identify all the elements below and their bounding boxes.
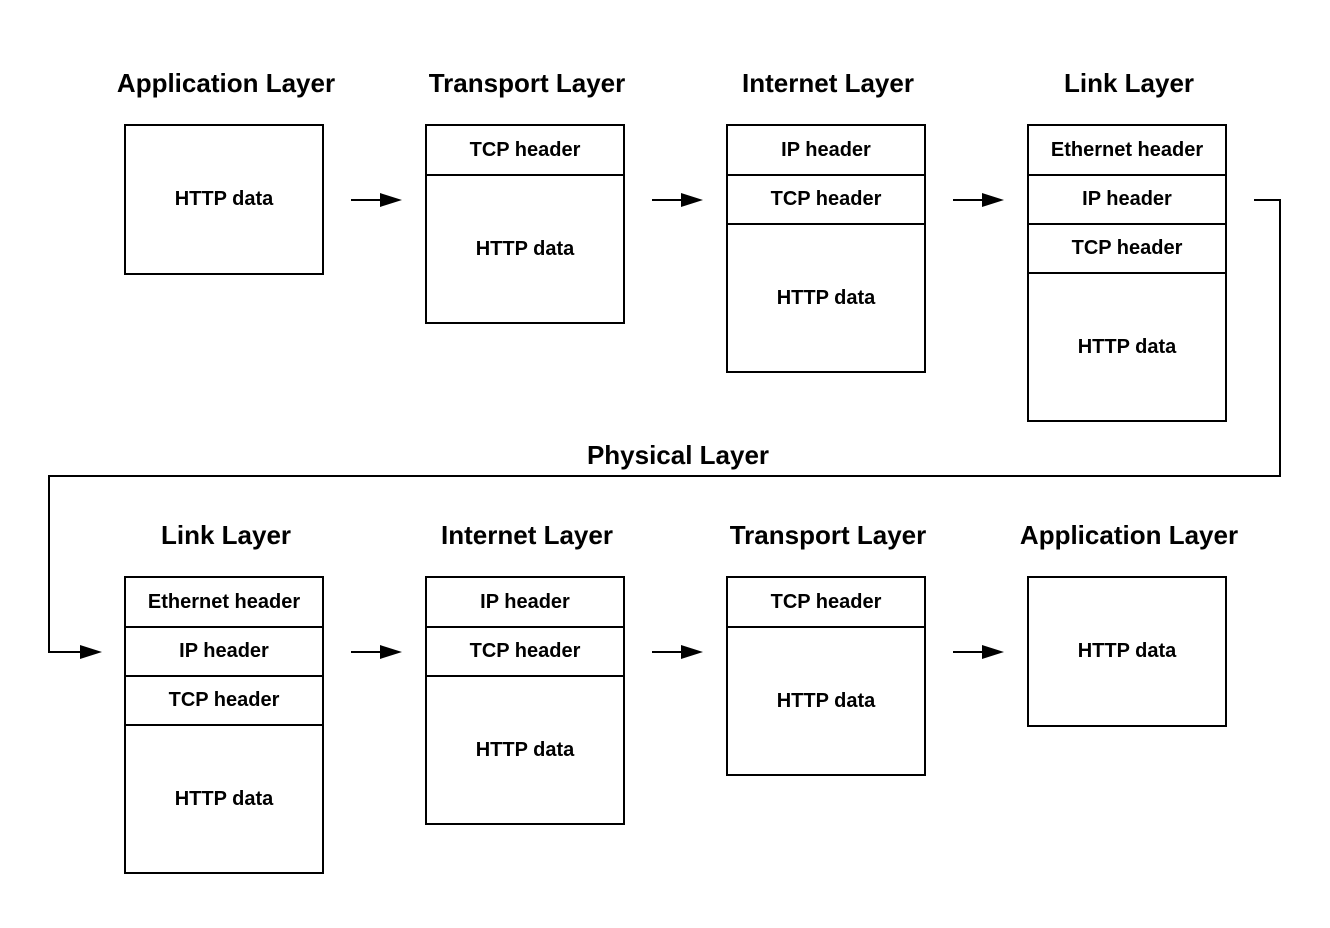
top-transport-packet: TCP header HTTP data	[425, 124, 625, 324]
http-data-cell: HTTP data	[728, 223, 924, 371]
http-data-cell: HTTP data	[427, 174, 623, 322]
ip-header-cell: IP header	[126, 626, 322, 675]
top-link-layer-title: Link Layer	[1063, 68, 1195, 98]
tcp-header-cell: TCP header	[126, 675, 322, 724]
top-application-layer-title: Application Layer	[116, 68, 336, 98]
tcp-header-cell: TCP header	[427, 626, 623, 675]
ethernet-header-cell: Ethernet header	[1050, 138, 1204, 161]
arrowhead-icon	[380, 193, 402, 207]
bottom-internet-packet: IP header TCP header HTTP data	[425, 576, 625, 825]
top-internet-layer-title: Internet Layer	[742, 68, 914, 98]
arrowhead-icon	[681, 193, 703, 207]
bottom-link-layer-title: Link Layer	[160, 520, 292, 550]
http-data-cell: HTTP data	[728, 626, 924, 774]
arrowhead-icon	[80, 645, 102, 659]
http-data-cell: HTTP data	[126, 724, 322, 872]
bottom-transport-packet: TCP header HTTP data	[726, 576, 926, 776]
bottom-application-layer-title: Application Layer	[1019, 520, 1239, 550]
http-data-cell: HTTP data	[1029, 272, 1225, 420]
top-internet-packet: IP header TCP header HTTP data	[726, 124, 926, 373]
physical-layer-connector	[48, 199, 1281, 653]
http-data-cell: HTTP data	[427, 675, 623, 823]
top-transport-layer-title: Transport Layer	[428, 68, 626, 98]
top-application-packet: HTTP data	[124, 124, 324, 275]
physical-layer-label: Physical Layer	[586, 440, 770, 470]
bottom-internet-layer-title: Internet Layer	[441, 520, 613, 550]
arrowhead-icon	[681, 645, 703, 659]
bottom-link-packet: Ethernet header IP header TCP header HTT…	[124, 576, 324, 874]
top-link-packet: Ethernet header IP header TCP header HTT…	[1027, 124, 1227, 422]
ip-header-cell: IP header	[1029, 174, 1225, 223]
http-data-cell: HTTP data	[1077, 640, 1177, 662]
arrowhead-icon	[380, 645, 402, 659]
ip-header-cell: IP header	[480, 590, 570, 613]
http-data-cell: HTTP data	[174, 188, 274, 210]
tcp-header-cell: TCP header	[1029, 223, 1225, 272]
tcp-header-cell: TCP header	[770, 590, 882, 613]
bottom-application-packet: HTTP data	[1027, 576, 1227, 727]
arrowhead-icon	[982, 193, 1004, 207]
bottom-transport-layer-title: Transport Layer	[729, 520, 927, 550]
ip-header-cell: IP header	[781, 138, 871, 161]
tcp-header-cell: TCP header	[469, 138, 581, 161]
arrowhead-icon	[982, 645, 1004, 659]
ethernet-header-cell: Ethernet header	[147, 590, 301, 613]
tcp-header-cell: TCP header	[728, 174, 924, 223]
